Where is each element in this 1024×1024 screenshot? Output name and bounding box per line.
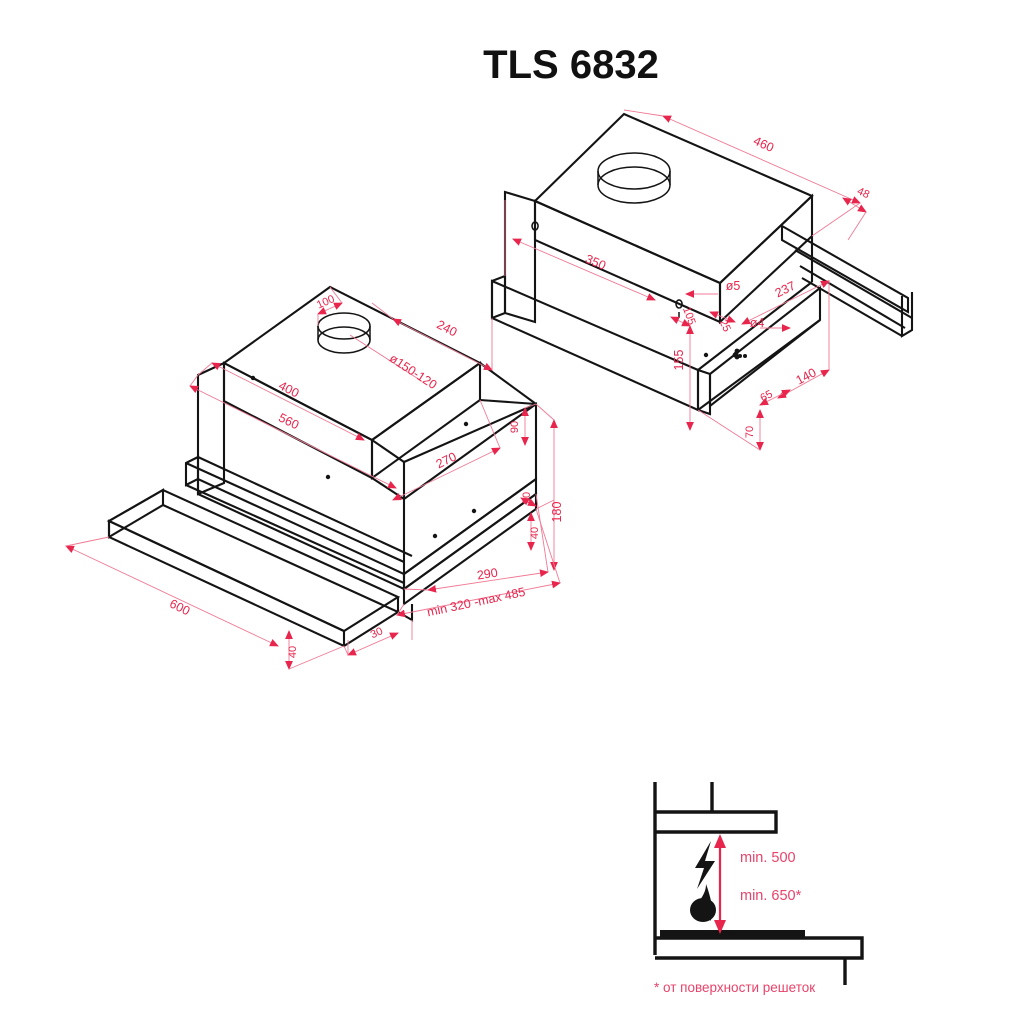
countertop-outline — [655, 936, 864, 960]
dim-line-30 — [347, 632, 399, 656]
dim-line-560 — [189, 385, 397, 489]
hood-body-outline — [655, 810, 778, 834]
ext-lines-100 — [317, 286, 343, 326]
hob-surface — [660, 930, 805, 938]
left-isometric-view: 100 240 ø150-120 400 560 90 270 20 40 18… — [65, 285, 564, 670]
dim-label-40-right: 40 — [529, 527, 541, 539]
dim-label-diam-5: ø5 — [726, 279, 741, 293]
dim-line-100 — [317, 302, 343, 315]
dim-line-25 — [709, 311, 736, 323]
slide-rail-end-cap — [900, 292, 914, 338]
electric-min-height-label: min. 500 — [740, 850, 796, 866]
screw-marker — [703, 352, 709, 358]
dim-label-70: 70 — [744, 426, 756, 438]
dim-label-460: 460 — [751, 134, 776, 155]
dim-label-65: 65 — [758, 388, 774, 404]
chassis-corner — [696, 368, 712, 416]
ext-lines-400-560 — [189, 362, 213, 387]
dim-line-65 — [759, 389, 791, 406]
mounting-hole-marker — [743, 354, 747, 358]
dim-line-600 — [65, 545, 279, 647]
dim-label-180: 180 — [550, 502, 564, 523]
dim-line-105 — [670, 316, 691, 327]
dim-line-270 — [392, 447, 501, 501]
housing-corner-edges — [371, 439, 405, 500]
dim-label-40-bottom: 40 — [287, 646, 299, 658]
dim-line-350 — [512, 238, 656, 301]
chassis-bottom-edge — [697, 319, 821, 411]
ext-lines-240 — [371, 302, 493, 370]
ext-460-a — [623, 109, 664, 117]
flame-icon-body — [690, 898, 716, 922]
dim-label-140: 140 — [794, 365, 819, 387]
duct-outlet-top-ellipse — [597, 152, 671, 190]
dim-label-25: 25 — [717, 318, 733, 334]
rail-end-detail — [397, 604, 414, 622]
mounting-hole-marker — [432, 533, 438, 539]
duct-outlet-bottom-ellipse — [597, 166, 671, 204]
dim-label-diam-4: ø4 — [750, 316, 765, 330]
ext-48-a — [847, 211, 867, 241]
ext-lines-290 — [403, 588, 429, 591]
dim-line-48 — [842, 197, 867, 213]
dim-line-min-max — [396, 580, 561, 618]
gas-min-height-label: min. 650* — [740, 888, 802, 904]
housing-rear-edge — [479, 362, 537, 405]
mounting-hole-marker — [738, 354, 742, 358]
slide-rail-line-1 — [794, 249, 913, 319]
height-arrow-head-up — [714, 834, 726, 848]
height-arrow-head-down — [714, 920, 726, 934]
motor-box-top-face-left — [221, 285, 483, 442]
slide-rail-line-2 — [799, 265, 906, 329]
body-left-panel — [503, 190, 537, 324]
chassis-front-right-strip — [402, 476, 538, 592]
dim-label-diam-150-120: ø150-120 — [387, 351, 440, 392]
page-title: TLS 6832 — [483, 43, 659, 87]
chassis-front-face — [490, 279, 700, 412]
dim-line-237 — [741, 280, 830, 325]
dim-label-240: 240 — [434, 317, 459, 339]
mounting-hole-marker — [325, 474, 331, 480]
dim-label-270: 270 — [434, 450, 459, 472]
mounting-hole-marker — [250, 375, 256, 381]
lightning-bolt-icon — [695, 841, 715, 889]
right-isometric-view: 460 48 350 105 25 ø5 ø4 237 155 140 65 — [490, 109, 914, 451]
ext-lines-30 — [347, 620, 413, 655]
ext-lines-180 — [535, 403, 555, 573]
dim-label-20: 20 — [521, 492, 533, 504]
duct-outlet-bottom-ellipse-left — [317, 326, 371, 354]
dim-line-240 — [392, 318, 493, 371]
pullout-drawer-left-cap — [107, 488, 165, 539]
slide-rail-upper — [780, 224, 910, 314]
installation-diagram: min. 500 min. 650* * от поверхности реше… — [653, 782, 864, 995]
dim-label-600: 600 — [167, 597, 192, 619]
guide-rail-left-cap — [184, 455, 200, 487]
dim-label-30: 30 — [369, 625, 385, 641]
mounting-hole-marker — [471, 508, 477, 514]
dim-label-290: 290 — [476, 565, 499, 582]
installation-footnote: * от поверхности решеток — [654, 980, 815, 995]
dim-line-460 — [662, 115, 861, 204]
dim-leader-diam150 — [349, 334, 421, 381]
dim-label-105: 105 — [680, 305, 698, 326]
dim-label-48: 48 — [855, 185, 871, 201]
ext-70-b — [697, 409, 761, 451]
motor-box-right-face — [718, 193, 814, 325]
ext-lines-600 — [65, 536, 349, 670]
duct-outlet-top-ellipse-left — [317, 312, 371, 340]
ext-460-b — [811, 202, 861, 237]
dim-label-155: 155 — [672, 350, 686, 371]
duct-collar-sides — [597, 171, 671, 185]
pullout-inner-edge — [162, 504, 400, 614]
filter-housing-face — [402, 401, 538, 577]
dim-line-20 — [520, 497, 537, 507]
motor-box-left-face — [533, 199, 722, 324]
dim-label-90: 90 — [509, 421, 521, 433]
dim-label-min-max: min 320 -max 485 — [426, 585, 527, 620]
ext-lines-minmax — [396, 508, 561, 616]
mounting-hole-marker — [463, 421, 469, 427]
duct-collar-sides-left — [317, 326, 371, 340]
ext-lines-90 — [479, 399, 537, 449]
